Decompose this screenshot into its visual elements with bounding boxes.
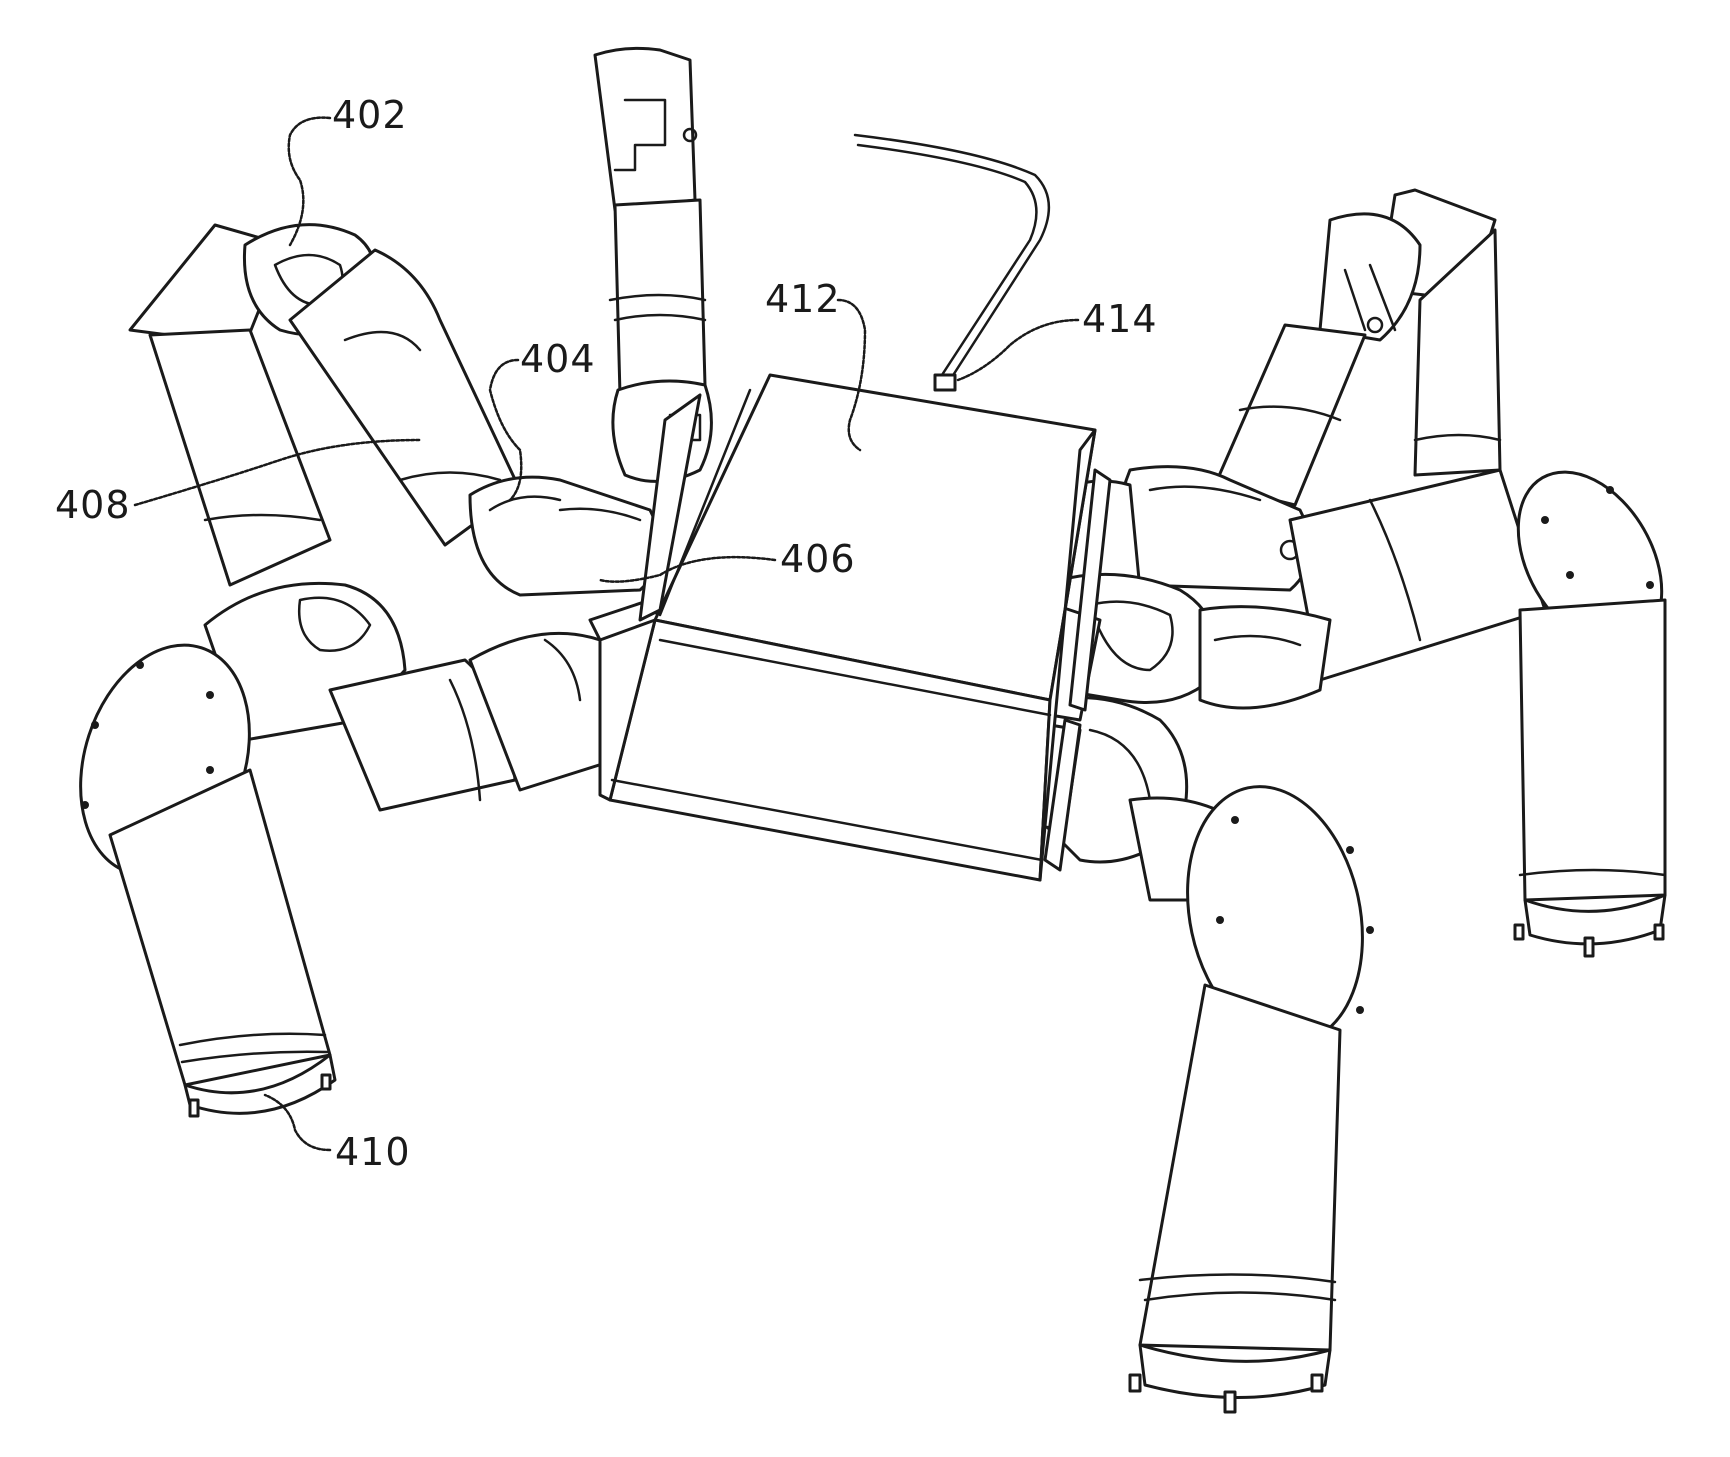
- joint-404: [470, 477, 660, 595]
- ref-412: 412: [765, 277, 841, 321]
- back-right-upper-tube: [1215, 325, 1365, 505]
- ref-408: 408: [55, 483, 131, 527]
- ref-414: 414: [1082, 297, 1158, 341]
- back-left-upper-tube: [150, 330, 330, 585]
- cable-connector-414: [935, 375, 955, 390]
- tether-cable: [855, 135, 1049, 390]
- ref-406: 406: [780, 537, 856, 581]
- front-right-upper-tube: [1290, 470, 1545, 680]
- front-right-main-leg: [1130, 770, 1385, 1412]
- ref-410: 410: [335, 1130, 411, 1174]
- ref-402: 402: [332, 93, 408, 137]
- front-right-lower-tube: [1140, 985, 1340, 1350]
- leader-414: [958, 320, 1078, 380]
- front-left-leg: [52, 583, 620, 1116]
- front-right-lower-tube: [1520, 600, 1665, 900]
- central-body-412: [600, 375, 1110, 880]
- back-left-leg: [130, 225, 660, 595]
- ref-404: 404: [520, 337, 596, 381]
- back-center-gripper: [595, 48, 695, 210]
